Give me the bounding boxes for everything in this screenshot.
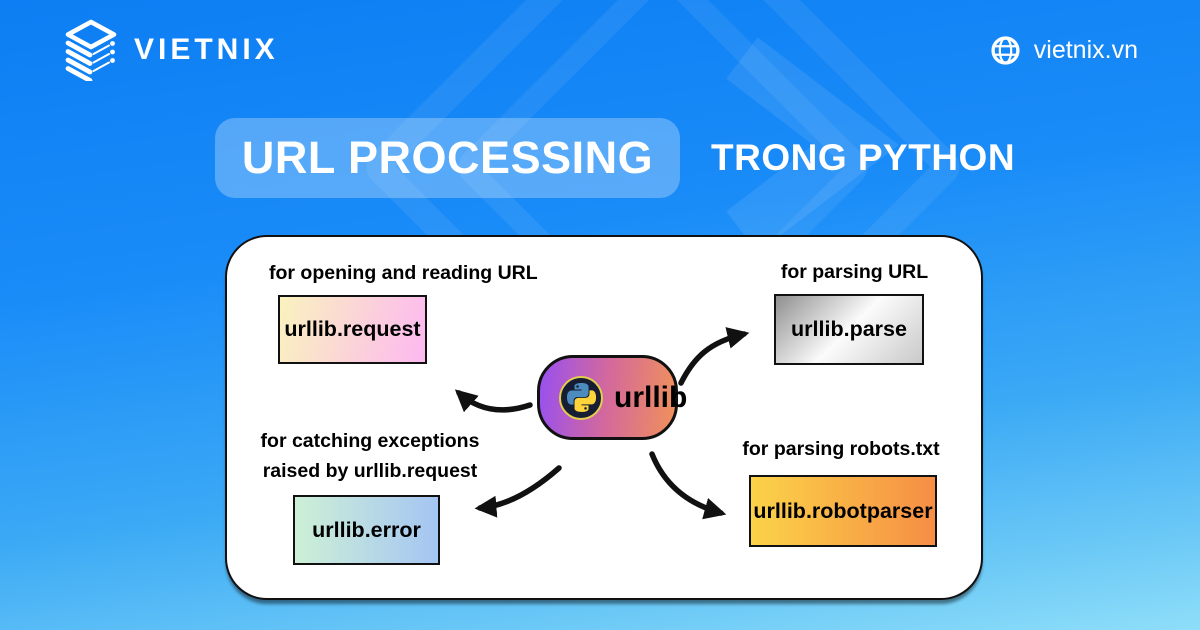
description-robotparser: for parsing robots.txt (742, 438, 940, 460)
website-chip[interactable]: vietnix.vn (990, 35, 1138, 66)
module-box-parse: urllib.parse (774, 294, 924, 365)
module-box-error: urllib.error (293, 495, 440, 565)
description-error: for catching exceptions raised by urllib… (259, 426, 481, 486)
title-suffix: TRONG PYTHON (711, 137, 1016, 178)
module-box-label: urllib.error (312, 517, 421, 542)
description-error-line1: for catching exceptions (260, 430, 480, 452)
description-request: for opening and reading URL (269, 262, 538, 284)
module-box-label: urllib.parse (791, 317, 907, 341)
description-parse: for parsing URL (780, 261, 929, 283)
server-stack-icon (65, 19, 117, 81)
arrow-to-parse (678, 327, 750, 386)
globe-icon (991, 35, 1020, 65)
website-url[interactable]: vietnix.vn (1033, 35, 1138, 64)
arrow-to-error (474, 465, 562, 518)
title-highlight-text: URL PROCESSING (241, 132, 654, 183)
module-box-robotparser: urllib.robotparser (749, 475, 937, 547)
diagram-card: for opening and reading URL urllib.reque… (225, 235, 983, 600)
title-highlight-badge: URL PROCESSING (215, 118, 680, 198)
module-box-request: urllib.request (278, 295, 427, 364)
arrow-to-robotparser (649, 451, 727, 520)
description-error-line2: raised by urllib.request (262, 460, 478, 482)
module-box-label: urllib.request (284, 317, 421, 341)
urllib-node-label: urllib (614, 380, 688, 414)
arrow-to-request (454, 389, 533, 413)
python-icon (559, 375, 603, 420)
module-box-label: urllib.robotparser (753, 498, 933, 523)
brand-name: VIETNIX (134, 33, 279, 66)
header: VIETNIX vietnix.vn (0, 0, 1200, 100)
vietnix-brand: VIETNIX (62, 19, 279, 81)
urllib-node: urllib (537, 355, 687, 440)
